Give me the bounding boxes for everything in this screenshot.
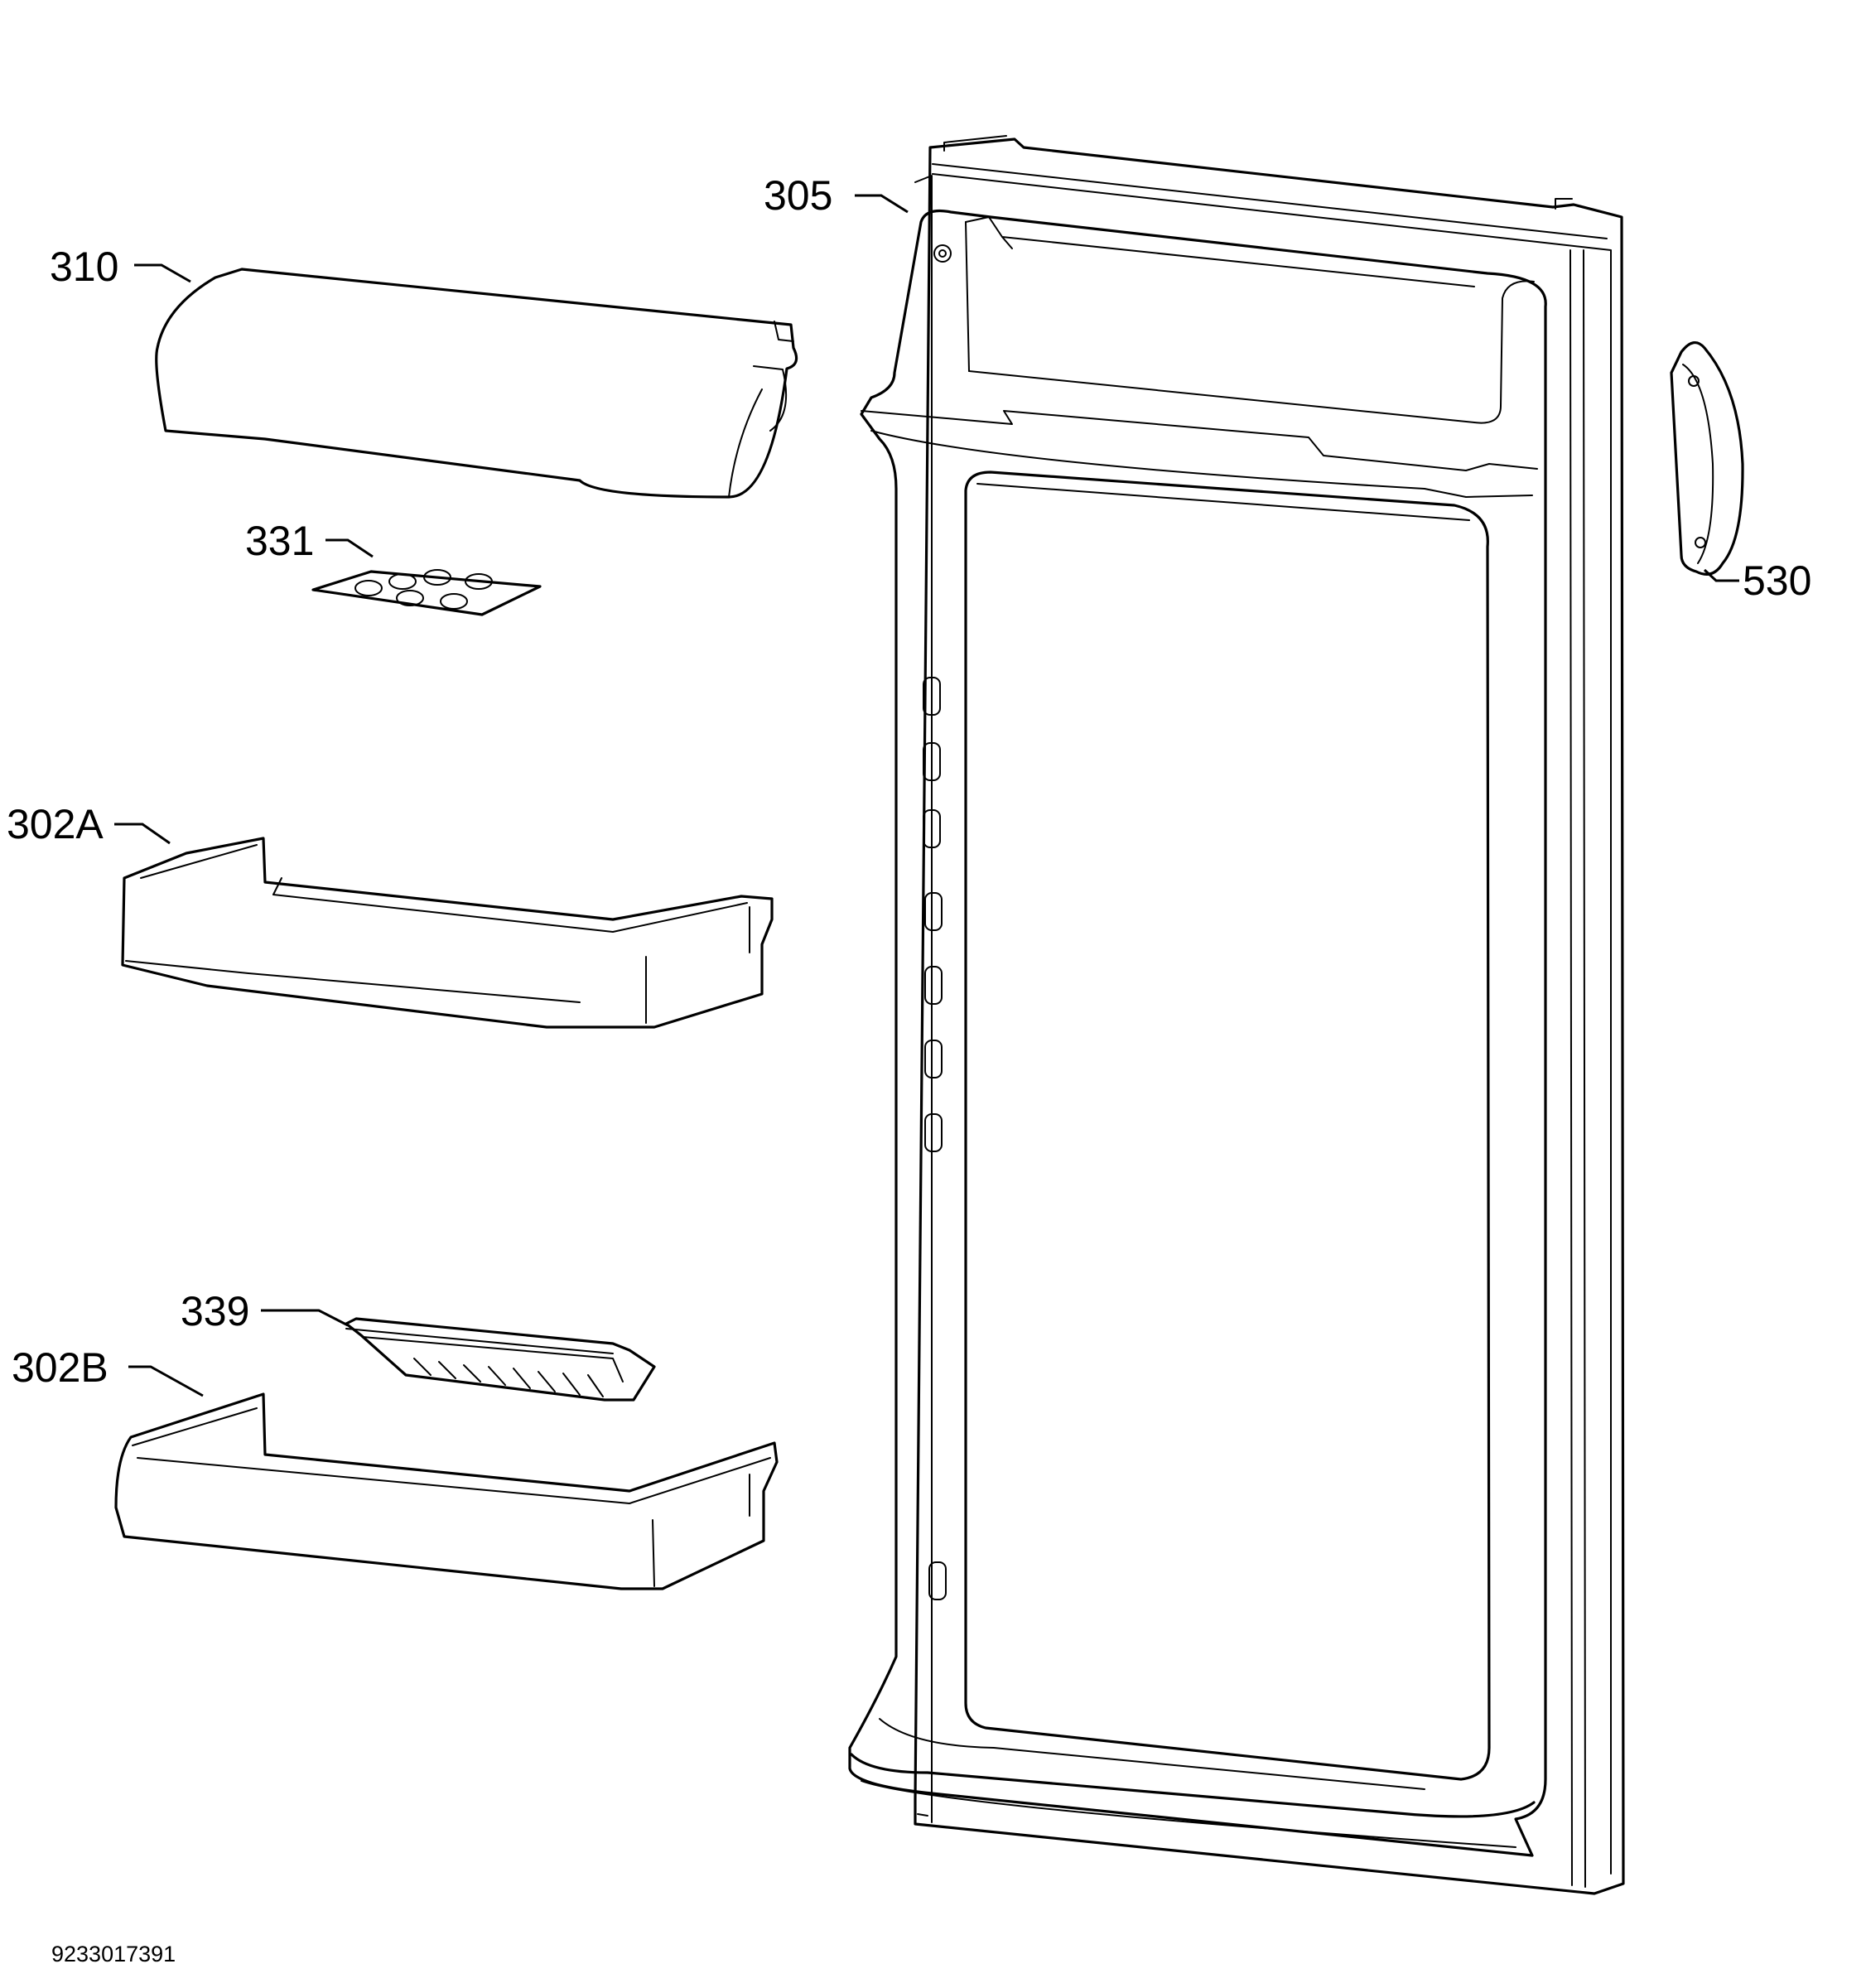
door-shelf-302b xyxy=(114,1392,779,1590)
leader-302b xyxy=(128,1365,204,1397)
top-cover-310 xyxy=(155,268,798,499)
leader-331 xyxy=(325,538,374,558)
label-305: 305 xyxy=(764,172,832,219)
door-inner-panel xyxy=(848,135,1625,1895)
label-310: 310 xyxy=(50,244,118,290)
label-331: 331 xyxy=(245,518,314,564)
egg-tray-331 xyxy=(311,569,542,616)
leader-302a xyxy=(114,823,171,845)
leader-305 xyxy=(855,194,909,214)
leader-339 xyxy=(261,1309,349,1327)
label-302a: 302A xyxy=(7,801,104,847)
leader-310 xyxy=(134,263,191,283)
handle-530 xyxy=(1670,341,1744,576)
document-number: 9233017391 xyxy=(51,1942,176,1966)
shelf-support-slots xyxy=(923,677,947,1600)
label-302b: 302B xyxy=(12,1344,108,1391)
door-shelf-302a xyxy=(121,837,774,1029)
label-339: 339 xyxy=(181,1288,249,1334)
label-530: 530 xyxy=(1743,557,1811,604)
leader-530 xyxy=(1703,568,1739,582)
bottle-holder-339 xyxy=(345,1317,656,1402)
